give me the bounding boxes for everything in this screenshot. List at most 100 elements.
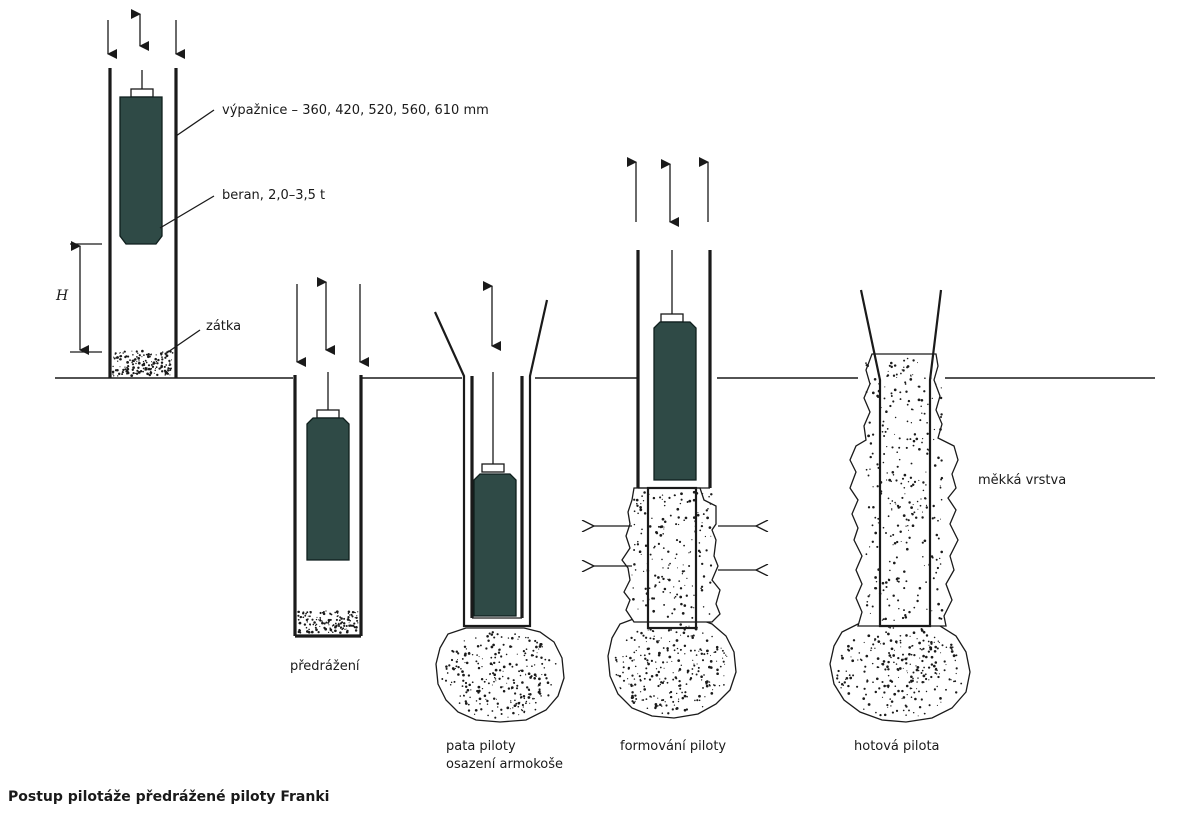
- concrete-speckle: [512, 707, 514, 709]
- concrete-speckle: [886, 428, 889, 430]
- concrete-speckle: [889, 535, 892, 538]
- concrete-speckle: [881, 430, 884, 433]
- pile-base-bulb: [435, 627, 565, 723]
- concrete-speckle: [686, 577, 688, 580]
- concrete-speckle: [685, 683, 688, 685]
- concrete-speckle: [529, 676, 532, 679]
- concrete-speckle: [925, 677, 928, 681]
- concrete-speckle: [939, 697, 941, 699]
- concrete-speckle: [334, 626, 336, 628]
- concrete-speckle: [547, 694, 550, 697]
- concrete-speckle: [925, 581, 927, 583]
- concrete-speckle: [345, 628, 347, 630]
- concrete-speckle: [132, 371, 135, 375]
- concrete-speckle: [170, 367, 172, 370]
- concrete-speckle: [476, 644, 480, 648]
- concrete-speckle: [937, 519, 939, 522]
- concrete-speckle: [315, 628, 318, 632]
- concrete-speckle: [923, 712, 926, 715]
- concrete-speckle: [709, 655, 712, 657]
- concrete-speckle: [651, 517, 653, 520]
- concrete-speckle: [876, 485, 879, 488]
- concrete-speckle: [633, 510, 636, 513]
- concrete-speckle: [450, 681, 453, 684]
- concrete-speckle: [904, 616, 908, 619]
- concrete-speckle: [659, 666, 662, 669]
- concrete-speckle: [506, 682, 508, 684]
- concrete-speckle: [509, 645, 512, 648]
- concrete-speckle: [660, 681, 663, 684]
- concrete-speckle: [882, 420, 885, 423]
- concrete-speckle: [507, 637, 510, 639]
- concrete-speckle: [516, 684, 519, 687]
- concrete-speckle: [705, 639, 709, 642]
- stage-4-formovani-piloty: [594, 157, 756, 719]
- concrete-speckle: [147, 364, 151, 367]
- concrete-speckle: [672, 672, 674, 674]
- concrete-speckle: [938, 557, 941, 560]
- concrete-speckle: [495, 680, 497, 682]
- concrete-speckle: [683, 644, 687, 648]
- concrete-speckle: [535, 655, 538, 658]
- concrete-speckle: [903, 359, 906, 362]
- concrete-speckle: [304, 615, 307, 617]
- concrete-speckle: [297, 618, 300, 621]
- concrete-speckle: [681, 612, 685, 615]
- finished-pile-shaft: [849, 353, 959, 627]
- concrete-speckle: [885, 631, 888, 634]
- concrete-speckle: [170, 359, 173, 361]
- concrete-speckle: [691, 616, 694, 619]
- concrete-speckle: [675, 639, 679, 642]
- concrete-speckle: [662, 533, 664, 535]
- drop-hammer: [119, 70, 163, 245]
- concrete-speckle: [869, 455, 872, 459]
- concrete-speckle: [464, 662, 466, 664]
- concrete-speckle: [467, 709, 471, 712]
- concrete-speckle: [665, 704, 668, 707]
- stage-3-pata-piloty: [433, 281, 565, 723]
- concrete-speckle: [457, 652, 460, 655]
- concrete-speckle: [349, 619, 352, 622]
- concrete-speckle: [865, 654, 869, 658]
- concrete-speckle: [630, 683, 633, 686]
- concrete-speckle: [894, 685, 897, 687]
- concrete-speckle: [518, 670, 521, 673]
- concrete-speckle: [708, 613, 711, 615]
- concrete-speckle: [868, 421, 871, 424]
- concrete-speckle: [546, 681, 550, 684]
- concrete-speckle: [660, 637, 662, 639]
- concrete-speckle: [510, 701, 512, 704]
- concrete-speckle: [637, 608, 639, 610]
- concrete-speckle: [706, 516, 709, 520]
- concrete-speckle: [356, 619, 359, 622]
- concrete-speckle: [154, 367, 157, 370]
- concrete-speckle: [667, 550, 670, 553]
- concrete-speckle: [840, 682, 844, 686]
- concrete-speckle: [932, 664, 936, 668]
- concrete-speckle: [937, 675, 940, 679]
- concrete-speckle: [889, 569, 891, 572]
- concrete-speckle: [707, 508, 709, 510]
- concrete-speckle: [132, 354, 134, 356]
- concrete-speckle: [898, 667, 902, 670]
- concrete-speckle: [702, 513, 705, 516]
- concrete-speckle: [325, 621, 328, 624]
- concrete-speckle: [902, 667, 904, 669]
- concrete-speckle: [905, 541, 908, 544]
- concrete-speckle: [677, 567, 678, 569]
- concrete-speckle: [646, 707, 649, 709]
- concrete-speckle: [886, 472, 888, 474]
- concrete-speckle: [916, 681, 918, 683]
- concrete-speckle: [836, 677, 839, 680]
- concrete-speckle: [712, 684, 715, 686]
- concrete-speckle: [847, 684, 850, 688]
- concrete-speckle: [691, 673, 694, 675]
- concrete-speckle: [865, 468, 868, 471]
- concrete-speckle: [494, 678, 497, 680]
- concrete-speckle: [886, 684, 890, 688]
- concrete-speckle: [493, 636, 496, 639]
- concrete-speckle: [848, 674, 851, 677]
- concrete-speckle: [356, 614, 358, 617]
- concrete-speckle: [876, 463, 879, 466]
- concrete-speckle: [519, 701, 521, 703]
